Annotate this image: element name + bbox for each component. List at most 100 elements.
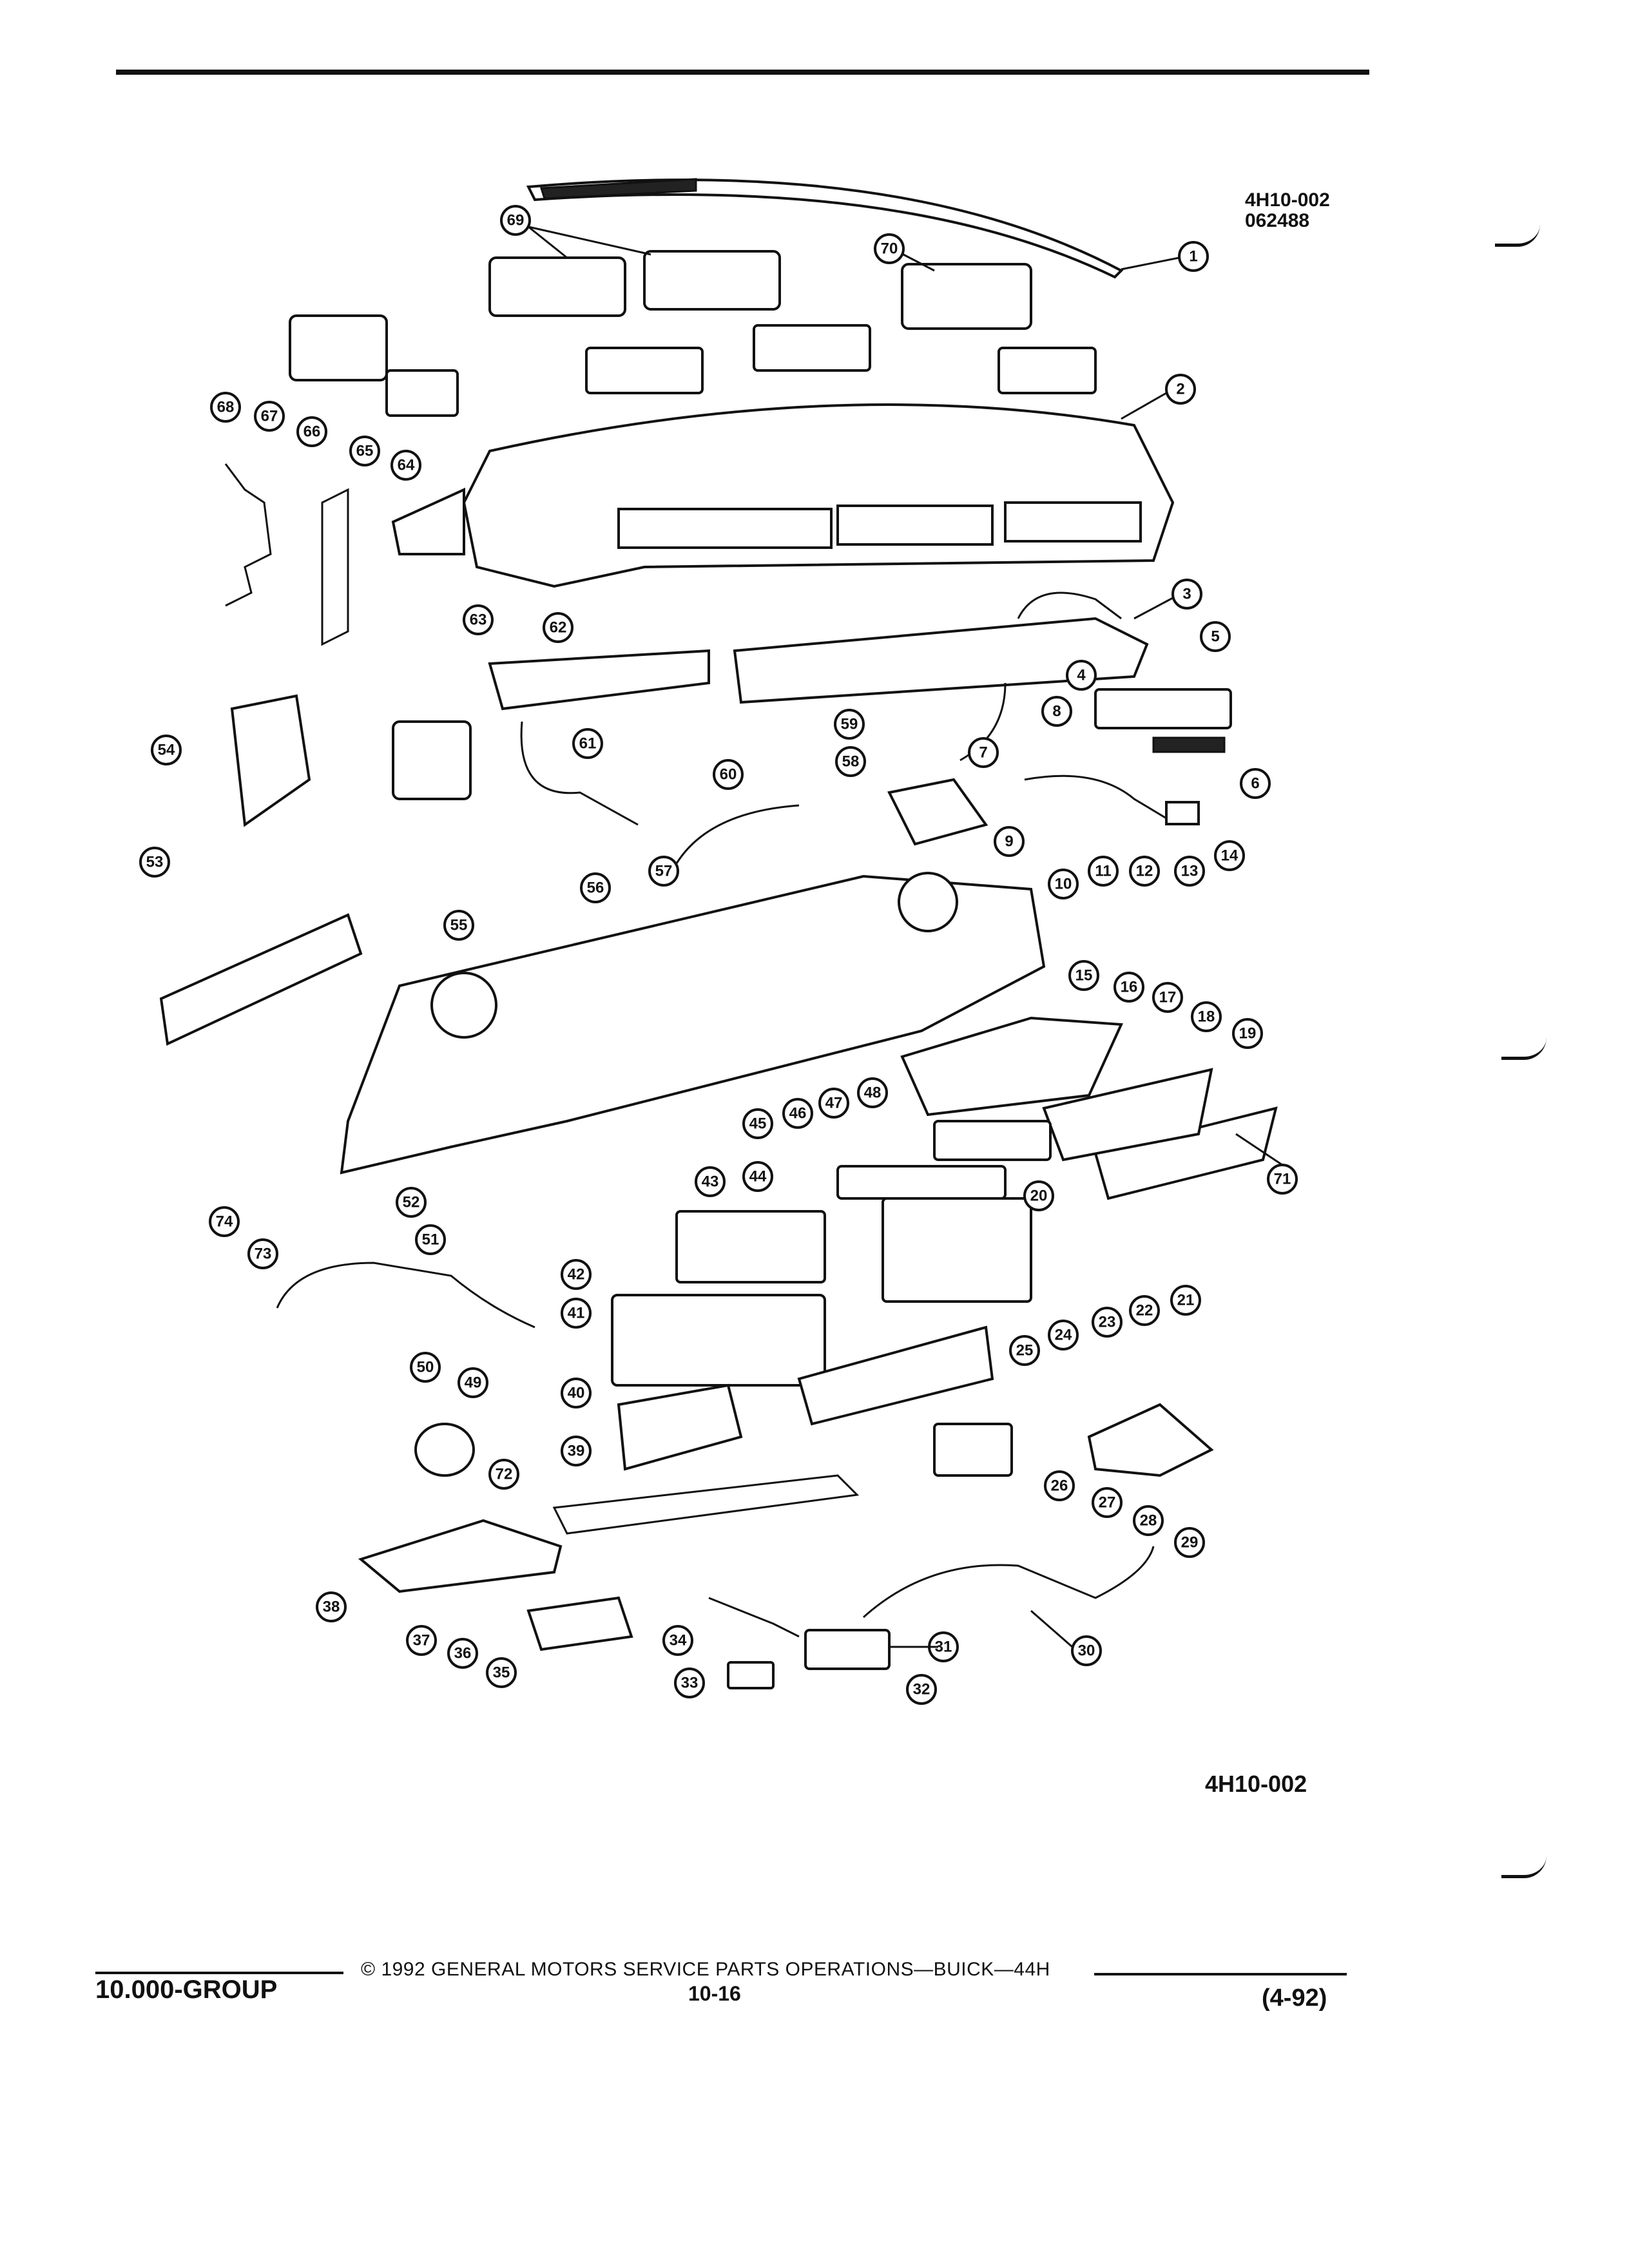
callout-51: 51 bbox=[415, 1224, 446, 1255]
part-68-bracket bbox=[224, 463, 272, 607]
callout-label-14: 14 bbox=[1221, 847, 1239, 865]
callout-label-11: 11 bbox=[1095, 863, 1111, 880]
callout-69: 69 bbox=[500, 205, 531, 236]
callout-label-30: 30 bbox=[1078, 1642, 1095, 1660]
part-36-bracket bbox=[526, 1596, 633, 1651]
callout-label-53: 53 bbox=[146, 854, 164, 871]
callout-53: 53 bbox=[139, 847, 170, 878]
callout-63: 63 bbox=[463, 604, 494, 635]
binding-mark-2 bbox=[1501, 1037, 1547, 1060]
part-3-4-duct-hose bbox=[733, 591, 1149, 762]
callout-label-13a: 13 bbox=[1181, 863, 1199, 880]
callout-72: 72 bbox=[488, 1459, 519, 1490]
part-66-duct bbox=[289, 314, 388, 381]
top-rule bbox=[116, 70, 1369, 75]
callout-45: 45 bbox=[742, 1108, 773, 1139]
callout-70: 70 bbox=[874, 233, 905, 264]
callout-label-37: 37 bbox=[413, 1632, 430, 1649]
part-69-ducts bbox=[488, 250, 781, 317]
callout-label-38: 38 bbox=[323, 1599, 340, 1616]
callout-label-66: 66 bbox=[304, 423, 321, 441]
part-31-switch bbox=[804, 1629, 891, 1670]
callout-10: 10 bbox=[1048, 869, 1079, 899]
callout-7: 7 bbox=[968, 737, 999, 768]
part-24-control bbox=[882, 1197, 1032, 1303]
callout-42: 42 bbox=[561, 1259, 592, 1290]
callout-label-25: 25 bbox=[1016, 1342, 1034, 1360]
callout-label-7: 7 bbox=[979, 744, 987, 762]
callout-label-33: 33 bbox=[681, 1675, 699, 1692]
part-10-carrier bbox=[340, 872, 1046, 1175]
part-38-bolster bbox=[358, 1519, 563, 1593]
callout-11: 11 bbox=[1088, 856, 1119, 887]
callout-label-17: 17 bbox=[1159, 989, 1177, 1006]
callout-label-3: 3 bbox=[1182, 586, 1191, 603]
callout-50a: 50 bbox=[410, 1352, 441, 1383]
callout-61: 61 bbox=[572, 728, 603, 759]
callout-58: 58 bbox=[835, 746, 866, 777]
callout-label-52: 52 bbox=[403, 1194, 420, 1211]
part-57-hose bbox=[675, 804, 800, 864]
callout-49: 49 bbox=[458, 1367, 488, 1398]
callout-48: 48 bbox=[857, 1077, 888, 1108]
callout-26: 26 bbox=[1044, 1470, 1075, 1501]
part-49-hose bbox=[276, 1262, 535, 1329]
callout-68: 68 bbox=[210, 392, 241, 423]
callout-label-49: 49 bbox=[465, 1374, 482, 1392]
callout-label-15: 15 bbox=[1075, 967, 1093, 985]
callout-25: 25 bbox=[1009, 1335, 1040, 1366]
callout-59: 59 bbox=[834, 709, 865, 740]
callout-40: 40 bbox=[561, 1378, 592, 1408]
part-72-grommet bbox=[414, 1423, 475, 1477]
part-14-connector bbox=[1165, 801, 1200, 825]
part-41-cluster bbox=[611, 1294, 826, 1387]
callout-6: 6 bbox=[1240, 768, 1271, 799]
callout-label-44: 44 bbox=[749, 1168, 767, 1186]
part-54-bracket bbox=[230, 694, 311, 827]
callout-52: 52 bbox=[396, 1187, 427, 1218]
callout-27: 27 bbox=[1092, 1487, 1123, 1518]
callout-16: 16 bbox=[1113, 972, 1144, 1003]
callout-label-19: 19 bbox=[1239, 1025, 1257, 1043]
leader-lines bbox=[528, 226, 1283, 1648]
part-20-bezel bbox=[933, 1120, 1052, 1161]
callout-17: 17 bbox=[1152, 982, 1183, 1013]
footer-rule-right bbox=[1094, 1973, 1347, 1975]
callout-36: 36 bbox=[447, 1638, 478, 1669]
callout-8: 8 bbox=[1041, 696, 1072, 727]
callout-29: 29 bbox=[1174, 1527, 1205, 1558]
callout-label-61: 61 bbox=[579, 735, 597, 753]
part-40-panel bbox=[617, 1383, 743, 1471]
callout-label-65a: 65 bbox=[356, 443, 374, 460]
part-1-pad-strip bbox=[526, 178, 1124, 279]
callout-label-29: 29 bbox=[1181, 1534, 1199, 1552]
callout-label-73: 73 bbox=[255, 1245, 272, 1263]
callout-label-58: 58 bbox=[842, 753, 860, 771]
callout-55: 55 bbox=[443, 910, 474, 941]
callout-label-64: 64 bbox=[398, 457, 415, 474]
callout-56: 56 bbox=[580, 872, 611, 903]
callout-44: 44 bbox=[742, 1161, 773, 1192]
callout-41: 41 bbox=[561, 1298, 592, 1329]
footer-page-number: 10-16 bbox=[688, 1982, 741, 2005]
callout-label-45: 45 bbox=[749, 1115, 767, 1133]
callout-21: 21 bbox=[1170, 1285, 1201, 1316]
callout-3: 3 bbox=[1171, 579, 1202, 610]
callout-39: 39 bbox=[561, 1436, 592, 1466]
callout-64: 64 bbox=[390, 450, 421, 481]
callout-2: 2 bbox=[1165, 374, 1196, 405]
callout-label-40: 40 bbox=[568, 1385, 585, 1402]
callout-label-47: 47 bbox=[825, 1095, 843, 1112]
callout-label-18: 18 bbox=[1198, 1008, 1215, 1026]
callout-71: 71 bbox=[1267, 1164, 1298, 1195]
part-23-switch-assy bbox=[1087, 1403, 1214, 1477]
callout-20: 20 bbox=[1023, 1180, 1054, 1211]
part-65-vents bbox=[385, 324, 1097, 417]
binding-mark-3 bbox=[1501, 1856, 1547, 1878]
part-34-harness bbox=[708, 1597, 800, 1638]
part-64-vent bbox=[391, 487, 465, 555]
part-5-bezel bbox=[1094, 688, 1232, 729]
footer-rule-left bbox=[95, 1972, 343, 1974]
callout-12: 12 bbox=[1129, 856, 1160, 887]
callout-label-54: 54 bbox=[158, 742, 175, 759]
